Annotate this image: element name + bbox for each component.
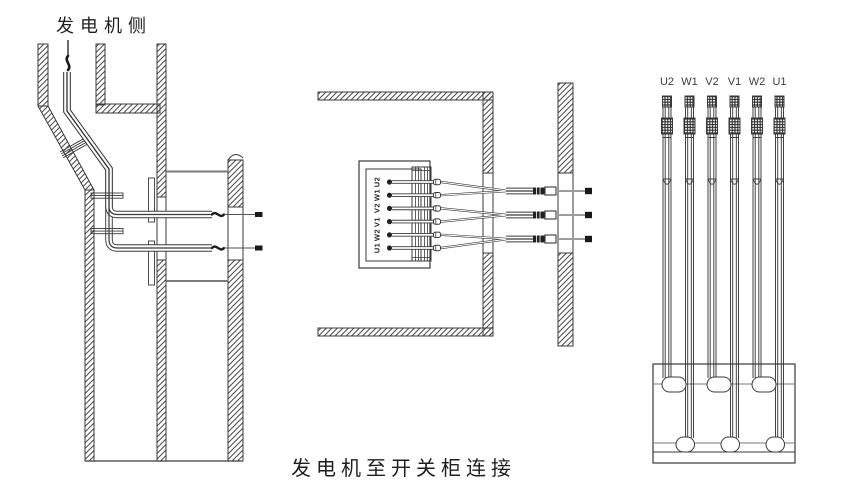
cable-label-v1: V1 bbox=[727, 76, 742, 88]
cable-label-w1: W1 bbox=[681, 76, 698, 88]
cable-break-symbols bbox=[210, 211, 226, 251]
cable-label-u1: U1 bbox=[772, 76, 787, 88]
terminal-dots bbox=[386, 179, 393, 251]
terminal-label-v1: V1 bbox=[372, 216, 382, 228]
cable-crimp-bands bbox=[661, 117, 786, 135]
terminal-box bbox=[358, 160, 431, 269]
cable-lugs bbox=[662, 95, 785, 108]
crimp-band-slits bbox=[536, 187, 541, 243]
wire-connectors bbox=[433, 178, 441, 252]
cable-ferrules bbox=[544, 186, 557, 244]
converging-wires bbox=[440, 180, 509, 250]
switchgear-wall-opening-edges bbox=[557, 173, 574, 253]
cable-sheath-arcs bbox=[662, 178, 784, 185]
wall-brackets bbox=[148, 177, 155, 286]
break-symbol bbox=[65, 54, 71, 72]
terminal-label-u1: U1 bbox=[372, 242, 382, 254]
terminal-label-w1: W1 bbox=[372, 188, 382, 202]
cable-label-v2: V2 bbox=[705, 76, 719, 88]
cable-clamps bbox=[90, 192, 124, 235]
wall-top-break-line bbox=[227, 154, 244, 161]
diagram-caption: 发电机至开关柜连接 bbox=[291, 458, 516, 480]
crimp-bands bbox=[533, 187, 545, 243]
cable-label-w2: W2 bbox=[748, 76, 766, 88]
terminal-wires bbox=[392, 180, 434, 250]
middle-figure bbox=[317, 82, 592, 347]
cable-label-u2: U2 bbox=[659, 76, 675, 88]
cable-end-terminals bbox=[255, 212, 263, 251]
stud-terminals bbox=[585, 187, 592, 243]
enclosure-walls bbox=[317, 91, 494, 337]
left-figure bbox=[37, 40, 263, 462]
switchgear-wall bbox=[557, 82, 574, 347]
right-figure bbox=[652, 95, 796, 464]
flange-lines bbox=[166, 170, 228, 282]
cable-tie-strut bbox=[59, 134, 94, 159]
cable-u-bends bbox=[661, 376, 785, 453]
cable-continuation-lines bbox=[224, 214, 255, 249]
merged-cables bbox=[506, 187, 533, 243]
terminal-label-v2: V2 bbox=[372, 202, 382, 214]
generator-cable-bundle bbox=[63, 72, 212, 252]
terminal-label-u2: U2 bbox=[372, 176, 382, 188]
wall-opening-edges bbox=[156, 197, 244, 260]
cable-bodies bbox=[662, 107, 784, 438]
wall-pass-lines bbox=[556, 190, 585, 240]
terminal-label-w2: W2 bbox=[372, 228, 382, 242]
incoming-cable-pigtail bbox=[65, 40, 71, 72]
busbar-frame bbox=[411, 166, 432, 262]
generator-side-label: 发电机侧 bbox=[56, 16, 152, 36]
